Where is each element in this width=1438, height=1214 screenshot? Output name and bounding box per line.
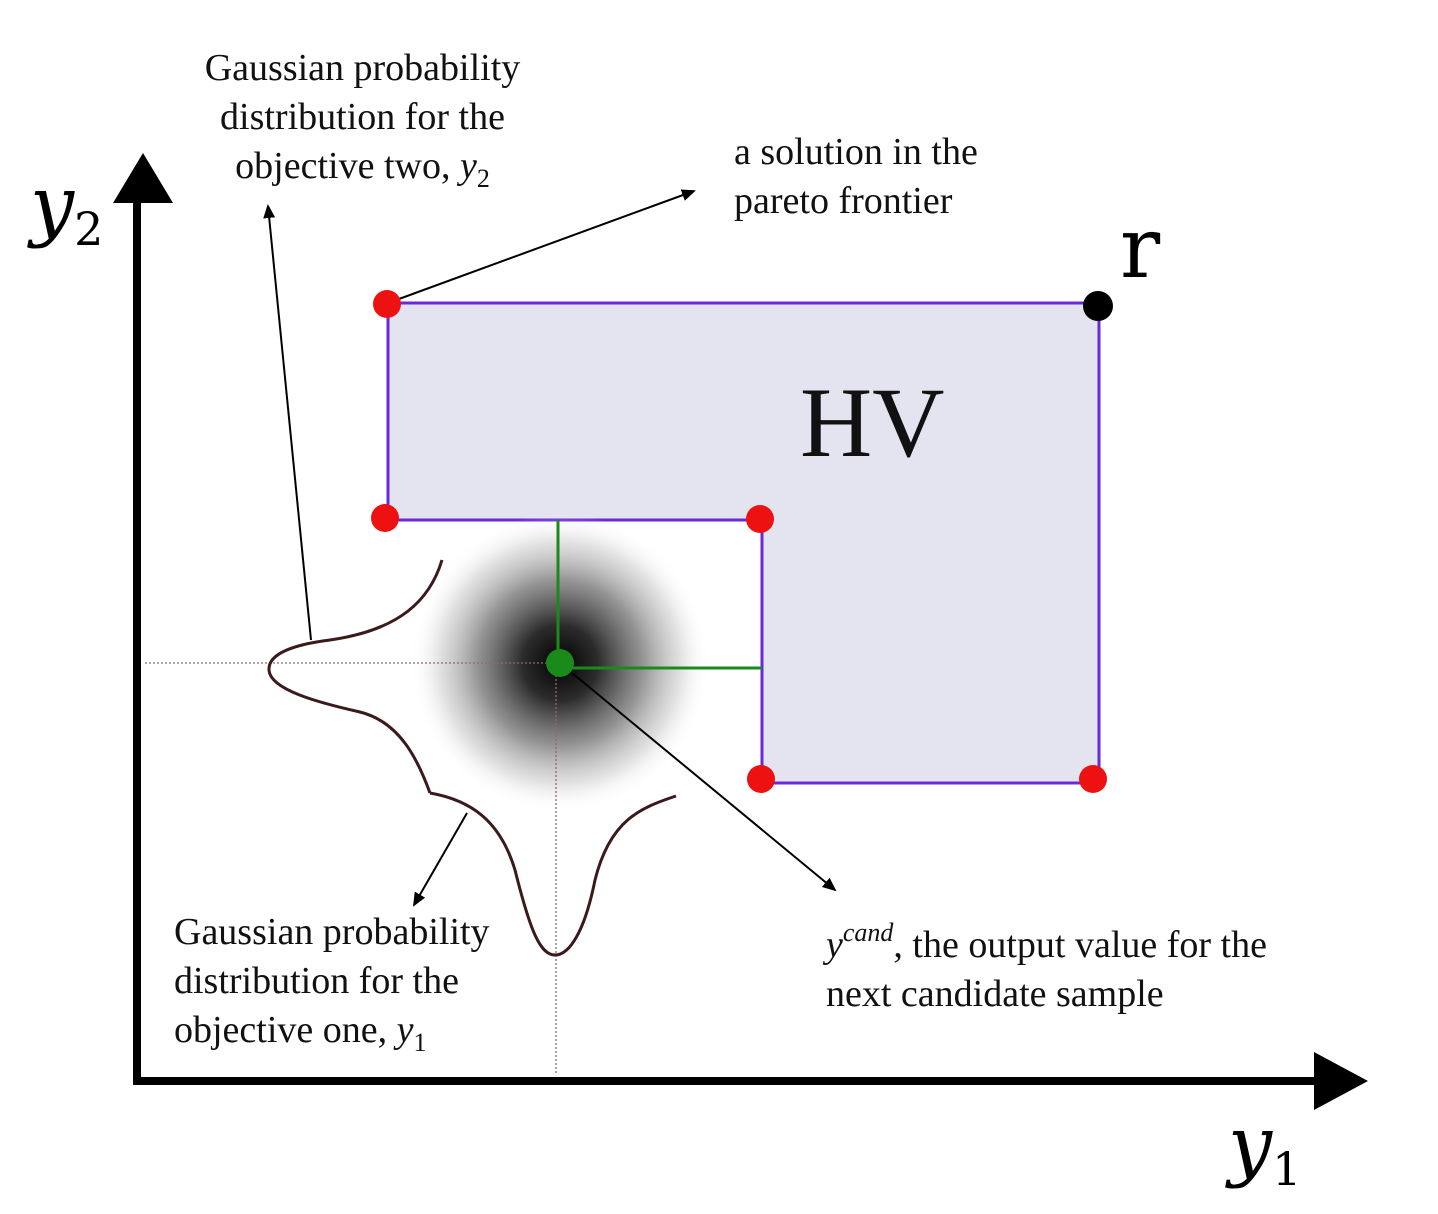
- arrow-to-gauss-y1-note: [413, 812, 468, 907]
- y-axis-var: y: [30, 160, 75, 250]
- y-axis-arrowhead: [113, 153, 173, 203]
- arrow-to-pareto-note: [387, 189, 696, 304]
- candidate-note: ycand, the output value for the next can…: [826, 908, 1267, 1019]
- gauss-y1-prefix: objective one,: [174, 1009, 397, 1051]
- reference-label: r: [1120, 199, 1161, 297]
- candidate-sup: cand: [842, 918, 894, 947]
- gauss-y2-sub: 2: [476, 164, 490, 193]
- gaussian-curve-y2: [267, 559, 444, 794]
- pareto-point: [371, 504, 399, 532]
- gaussian-curve-y1: [429, 791, 677, 957]
- candidate-point: [546, 649, 574, 677]
- pareto-note-line2: pareto frontier: [734, 180, 953, 222]
- gauss-y1-line1: Gaussian probability: [174, 911, 490, 953]
- reference-point: [1083, 291, 1113, 321]
- arrow-to-candidate-note: [559, 662, 837, 892]
- pareto-note-line1: a solution in the: [734, 131, 978, 173]
- gauss-y1-var: y: [396, 1009, 414, 1051]
- gauss-y2-line3: objective two, y2: [190, 142, 535, 203]
- hv-label: HV: [800, 367, 945, 478]
- x-axis-sub: 1: [1272, 1142, 1302, 1196]
- pareto-point: [747, 765, 775, 793]
- gauss-y2-line2: distribution for the: [220, 96, 505, 138]
- gauss-y1-line2: distribution for the: [174, 960, 459, 1002]
- candidate-note-line1: ycand, the output value for the: [826, 908, 1267, 970]
- arrow-to-gauss-y2-note: [263, 204, 312, 641]
- x-axis-label: y1: [1228, 1100, 1301, 1196]
- pareto-point: [1079, 765, 1107, 793]
- gauss-y2-var: y: [459, 145, 477, 187]
- gauss-y2-prefix: objective two,: [235, 145, 460, 187]
- candidate-note-suffix: , the output value for the: [893, 924, 1267, 966]
- pareto-point: [746, 505, 774, 533]
- candidate-var: y: [826, 924, 843, 966]
- candidate-note-line2: next candidate sample: [826, 973, 1164, 1015]
- pareto-point: [373, 290, 401, 318]
- y-axis-label: y2: [30, 160, 103, 256]
- gauss-y1-sub: 1: [413, 1028, 427, 1057]
- x-axis-var: y: [1228, 1100, 1273, 1190]
- pareto-note: a solution in the pareto frontier: [734, 128, 978, 226]
- x-axis-arrowhead: [1314, 1052, 1368, 1110]
- gauss-y1-note: Gaussian probability distribution for th…: [174, 908, 490, 1067]
- y-axis-sub: 2: [74, 202, 104, 256]
- gauss-y2-line1: Gaussian probability: [204, 47, 521, 89]
- gauss-y2-note: Gaussian probability distribution for th…: [190, 44, 535, 203]
- gauss-y1-line3: objective one, y1: [174, 1006, 490, 1067]
